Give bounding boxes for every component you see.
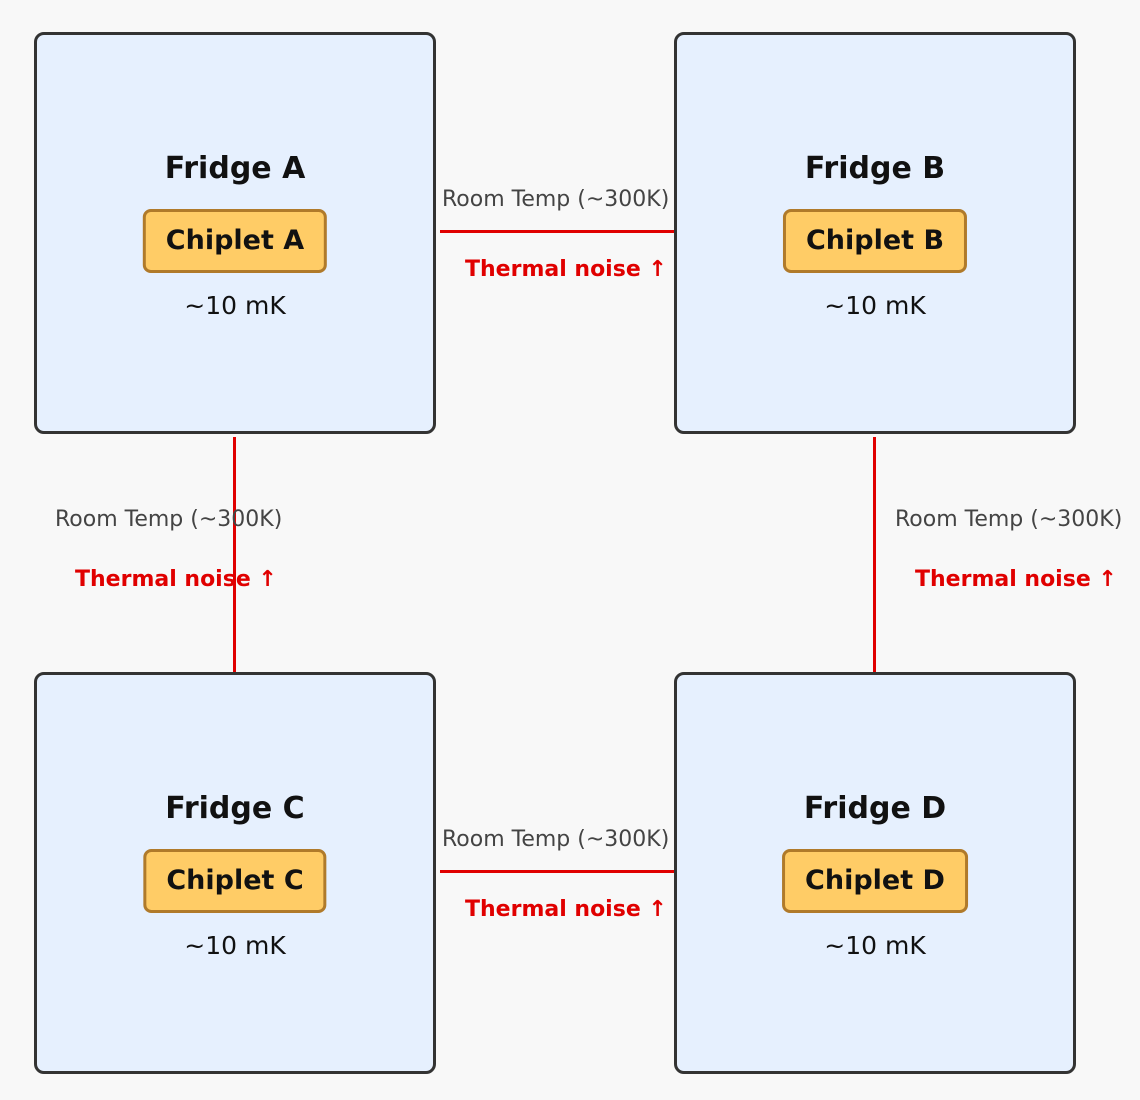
fridge-c-temp: ~10 mK <box>184 931 286 960</box>
fridge-c-title: Fridge C <box>165 791 305 826</box>
link-a-c-room-temp: Room Temp (~300K) <box>55 507 283 532</box>
link-a-c-noise: Thermal noise ↑ <box>75 567 277 592</box>
link-line-a-c <box>233 437 236 672</box>
link-a-b-room-temp: Room Temp (~300K) <box>442 187 670 212</box>
fridge-b: Fridge B Chiplet B ~10 mK <box>674 32 1076 434</box>
fridge-d-title: Fridge D <box>803 791 947 826</box>
fridge-a-title: Fridge A <box>164 151 306 186</box>
link-c-d-room-temp: Room Temp (~300K) <box>442 827 670 852</box>
chiplet-a: Chiplet A <box>142 209 328 273</box>
fridge-a: Fridge A Chiplet A ~10 mK <box>34 32 436 434</box>
fridge-a-temp: ~10 mK <box>184 291 286 320</box>
link-c-d-noise: Thermal noise ↑ <box>465 897 667 922</box>
fridge-b-title: Fridge B <box>804 151 946 186</box>
link-line-a-b <box>440 230 675 233</box>
fridge-d: Fridge D Chiplet D ~10 mK <box>674 672 1076 1074</box>
fridge-c: Fridge C Chiplet C ~10 mK <box>34 672 436 1074</box>
link-b-d-noise: Thermal noise ↑ <box>915 567 1117 592</box>
chiplet-b: Chiplet B <box>782 209 968 273</box>
chiplet-c: Chiplet C <box>143 849 327 913</box>
fridge-b-temp: ~10 mK <box>824 291 926 320</box>
chiplet-d: Chiplet D <box>782 849 968 913</box>
link-line-c-d <box>440 870 675 873</box>
fridge-d-temp: ~10 mK <box>824 931 926 960</box>
link-a-b-noise: Thermal noise ↑ <box>465 257 667 282</box>
link-b-d-room-temp: Room Temp (~300K) <box>895 507 1123 532</box>
link-line-b-d <box>873 437 876 672</box>
